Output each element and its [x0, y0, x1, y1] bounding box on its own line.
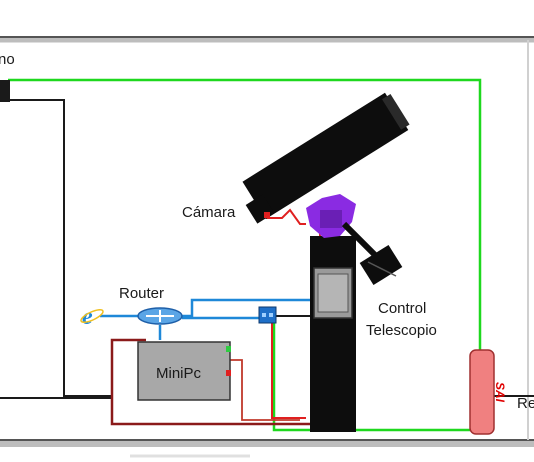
- label-minipc: MiniPc: [156, 365, 202, 382]
- ups-icon: [469, 349, 495, 435]
- telescope-tube: [242, 92, 410, 220]
- svg-text:e: e: [82, 304, 93, 330]
- label-sai: SAI: [493, 382, 507, 403]
- counterweight: [341, 221, 403, 286]
- label-right-partial: Re: [517, 395, 534, 412]
- telescope-pier: [310, 236, 356, 432]
- label-control-line1: Control: [378, 300, 426, 317]
- network-cables: [100, 298, 316, 340]
- signal-wires: [0, 99, 534, 399]
- minipc-box: [137, 341, 231, 401]
- label-router: Router: [119, 285, 164, 302]
- label-top-left-partial: no: [0, 51, 15, 68]
- top-left-device: [0, 80, 10, 102]
- control-box: [313, 267, 353, 319]
- power-line: [8, 78, 482, 352]
- network-switch-icon: [258, 306, 277, 324]
- camera-icon: [245, 194, 275, 224]
- enclosure-frame: [0, 36, 534, 458]
- power-line-bottom: [272, 318, 475, 432]
- internet-explorer-icon: e: [80, 304, 104, 330]
- router-icon: [137, 307, 183, 325]
- label-camera: Cámara: [182, 204, 236, 221]
- label-control-line2: Telescopio: [366, 322, 437, 339]
